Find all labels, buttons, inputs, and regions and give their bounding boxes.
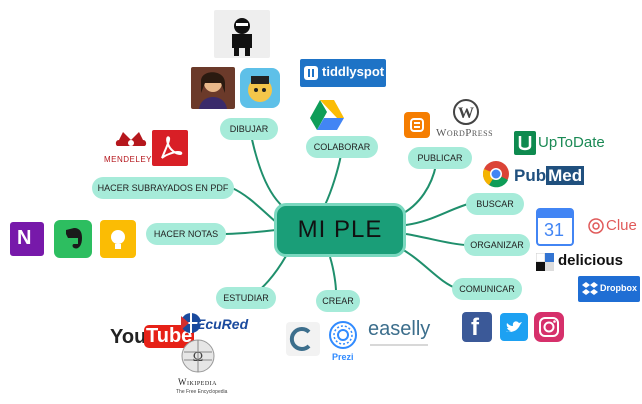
- youtube-logo: You Tube: [110, 324, 195, 352]
- mendeley-label: MENDELEY: [104, 155, 153, 164]
- calendar-day: 31: [544, 220, 565, 240]
- google-keep-icon: [100, 220, 136, 258]
- easelly-tagline-line: [370, 344, 428, 346]
- mendeley-icon: [114, 128, 148, 150]
- link-buscar: [405, 203, 469, 226]
- link-organizar: [405, 233, 467, 246]
- evernote-icon: [54, 220, 92, 258]
- adobe-pdf-icon: [152, 130, 188, 166]
- pubmed-med: Med: [546, 166, 585, 185]
- clue-flower-icon: [588, 218, 604, 234]
- ecured-icon: [180, 312, 202, 334]
- pubmed-pub: Pub: [514, 166, 547, 185]
- uptodate-icon: [514, 131, 536, 155]
- clue-label: Clue: [606, 217, 637, 234]
- wikipedia-tagline: The Free Encyclopedia: [176, 389, 228, 395]
- link-subrayados: [231, 187, 277, 223]
- dropbox-label: Dropbox: [600, 283, 637, 293]
- character-app-icon: [240, 68, 280, 108]
- prezi-label: Prezi: [332, 352, 354, 362]
- easelly-label: easelly: [368, 318, 431, 340]
- ecured-label: EcuRed: [196, 316, 249, 332]
- node-hacer-subrayados[interactable]: HACER SUBRAYADOS EN PDF: [92, 177, 234, 199]
- link-colaborar: [324, 154, 342, 206]
- twitter-icon: [500, 313, 528, 341]
- tiddlyspot-logo: tiddlyspot: [300, 59, 386, 87]
- delicious-icon: [535, 252, 554, 271]
- facebook-icon: f: [462, 312, 492, 342]
- blogger-icon: [404, 112, 430, 138]
- svg-text:Ω: Ω: [193, 350, 203, 365]
- node-buscar[interactable]: BUSCAR: [466, 193, 524, 215]
- google-calendar-icon: 31: [536, 208, 574, 246]
- portrait-art-icon: [191, 67, 235, 109]
- onenote-icon: N: [10, 222, 44, 256]
- node-publicar[interactable]: PUBLICAR: [408, 147, 472, 169]
- node-colaborar[interactable]: COLABORAR: [306, 136, 378, 158]
- prezi-icon: [328, 320, 358, 350]
- wikipedia-globe-icon: Ω: [180, 338, 216, 374]
- svg-text:W: W: [458, 105, 474, 122]
- central-node[interactable]: MI PLE: [274, 203, 406, 257]
- link-dibujar: [249, 129, 291, 213]
- canva-c-icon: [286, 322, 320, 356]
- dropbox-logo: Dropbox: [578, 276, 640, 302]
- node-organizar[interactable]: ORGANIZAR: [464, 234, 530, 256]
- instagram-icon: [534, 312, 564, 342]
- node-hacer-notas[interactable]: HACER NOTAS: [146, 223, 226, 245]
- google-drive-icon: [308, 98, 346, 132]
- tiddlyspot-label: tiddlyspot: [322, 64, 385, 79]
- node-dibujar[interactable]: DIBUJAR: [220, 118, 278, 140]
- youtube-tube: Tube: [144, 325, 195, 348]
- link-comunicar: [399, 247, 459, 290]
- link-notas: [221, 229, 277, 235]
- node-comunicar[interactable]: COMUNICAR: [452, 278, 522, 300]
- chrome-icon: [482, 160, 510, 188]
- node-crear[interactable]: CREAR: [316, 290, 360, 312]
- uptodate-label: UpToDate: [538, 134, 605, 151]
- link-publicar: [399, 164, 437, 216]
- link-crear: [329, 256, 337, 293]
- wikipedia-label: Wikipedia: [178, 377, 217, 387]
- ninja-drawing-icon: [214, 10, 270, 58]
- delicious-label: delicious: [558, 252, 624, 269]
- wordpress-label: WordPress: [436, 127, 494, 139]
- node-estudiar[interactable]: ESTUDIAR: [216, 287, 276, 309]
- youtube-you: You: [110, 326, 147, 348]
- wordpress-icon: W: [452, 98, 480, 126]
